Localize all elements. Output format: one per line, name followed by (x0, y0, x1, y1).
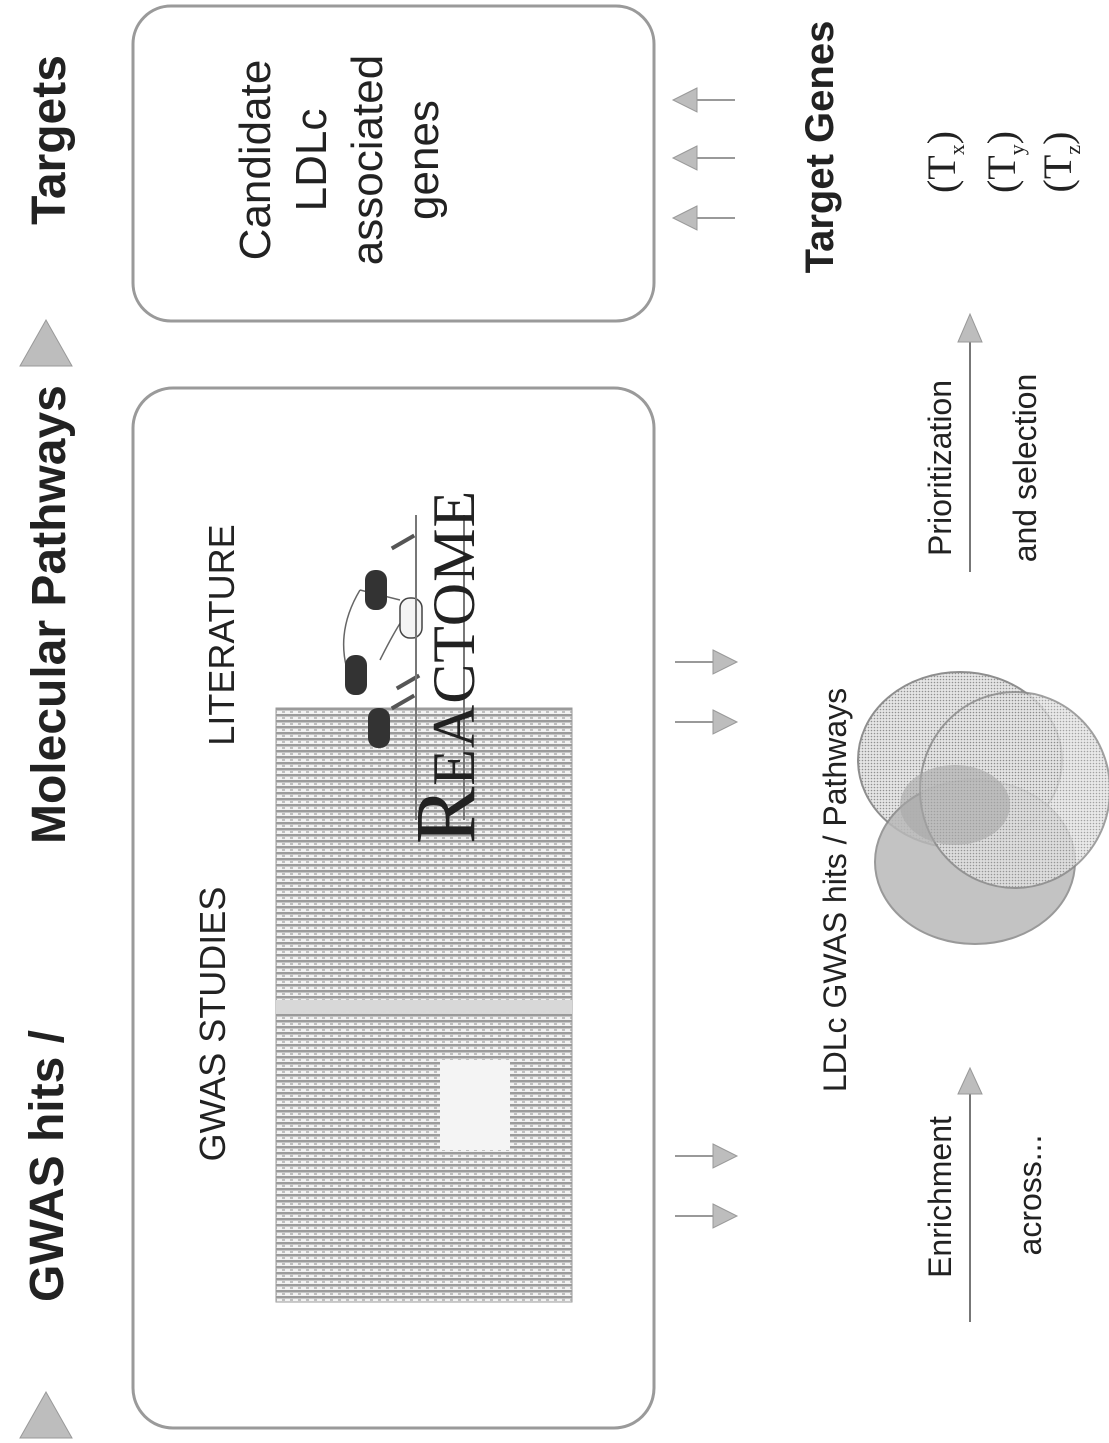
reactome-node (365, 570, 387, 610)
gwas-studies-label: GWAS STUDIES (192, 886, 233, 1162)
reactome-node (345, 655, 367, 695)
prioritization-arrow (957, 312, 983, 572)
literature-label: LITERATURE (201, 524, 242, 746)
arrow-icon (671, 87, 735, 113)
and-selection-label: and selection (1007, 373, 1043, 563)
arrow-icon (675, 1143, 739, 1169)
arrow-icon (675, 1203, 739, 1229)
header-molecular-pathways: Molecular Pathways (23, 385, 76, 844)
down-arrows-left (675, 649, 739, 1229)
header-triangle-left (19, 1390, 73, 1439)
target-tz: (Tz) (1035, 131, 1085, 193)
across-label: across... (1012, 1134, 1048, 1256)
arrow-icon (671, 205, 735, 231)
enrichment-arrow (957, 1066, 983, 1322)
reactome-logo-initial: R (397, 785, 493, 845)
target-tx: (Tx) (919, 130, 969, 194)
arrow-icon (675, 709, 739, 735)
arrow-icon (675, 649, 739, 675)
venn-diagram (857, 671, 1109, 945)
reactome-node (368, 708, 390, 748)
gwas-table-image (275, 707, 573, 1303)
candidate-line-1: Candidate (231, 59, 280, 261)
candidate-line-4: genes (399, 100, 448, 220)
target-genes-label: Target Genes (798, 20, 842, 274)
header-gwas-hits: GWAS hits / (21, 1030, 74, 1303)
candidate-line-2: LDLc (287, 108, 336, 212)
reactome-pathway-graphic (342, 515, 465, 820)
candidate-genes-text: Candidate LDLc associated genes (228, 36, 468, 284)
enrichment-label: Enrichment (922, 1116, 958, 1278)
prioritization-label: Prioritization (922, 379, 958, 557)
header-targets: Targets (23, 55, 76, 225)
header-triangle-middle (19, 318, 73, 367)
up-arrows-right (671, 87, 735, 231)
pathways-box (131, 386, 656, 1430)
candidate-line-3: associated (343, 54, 392, 266)
reactome-logo-rest: EACTOME (421, 489, 487, 786)
reactome-logo: REACTOME (397, 467, 493, 867)
target-ty: (Ty) (979, 130, 1029, 194)
ldlc-gwas-hits-label: LDLc GWAS hits / Pathways (817, 687, 853, 1093)
arrow-icon (671, 145, 735, 171)
candidates-box (131, 4, 656, 323)
